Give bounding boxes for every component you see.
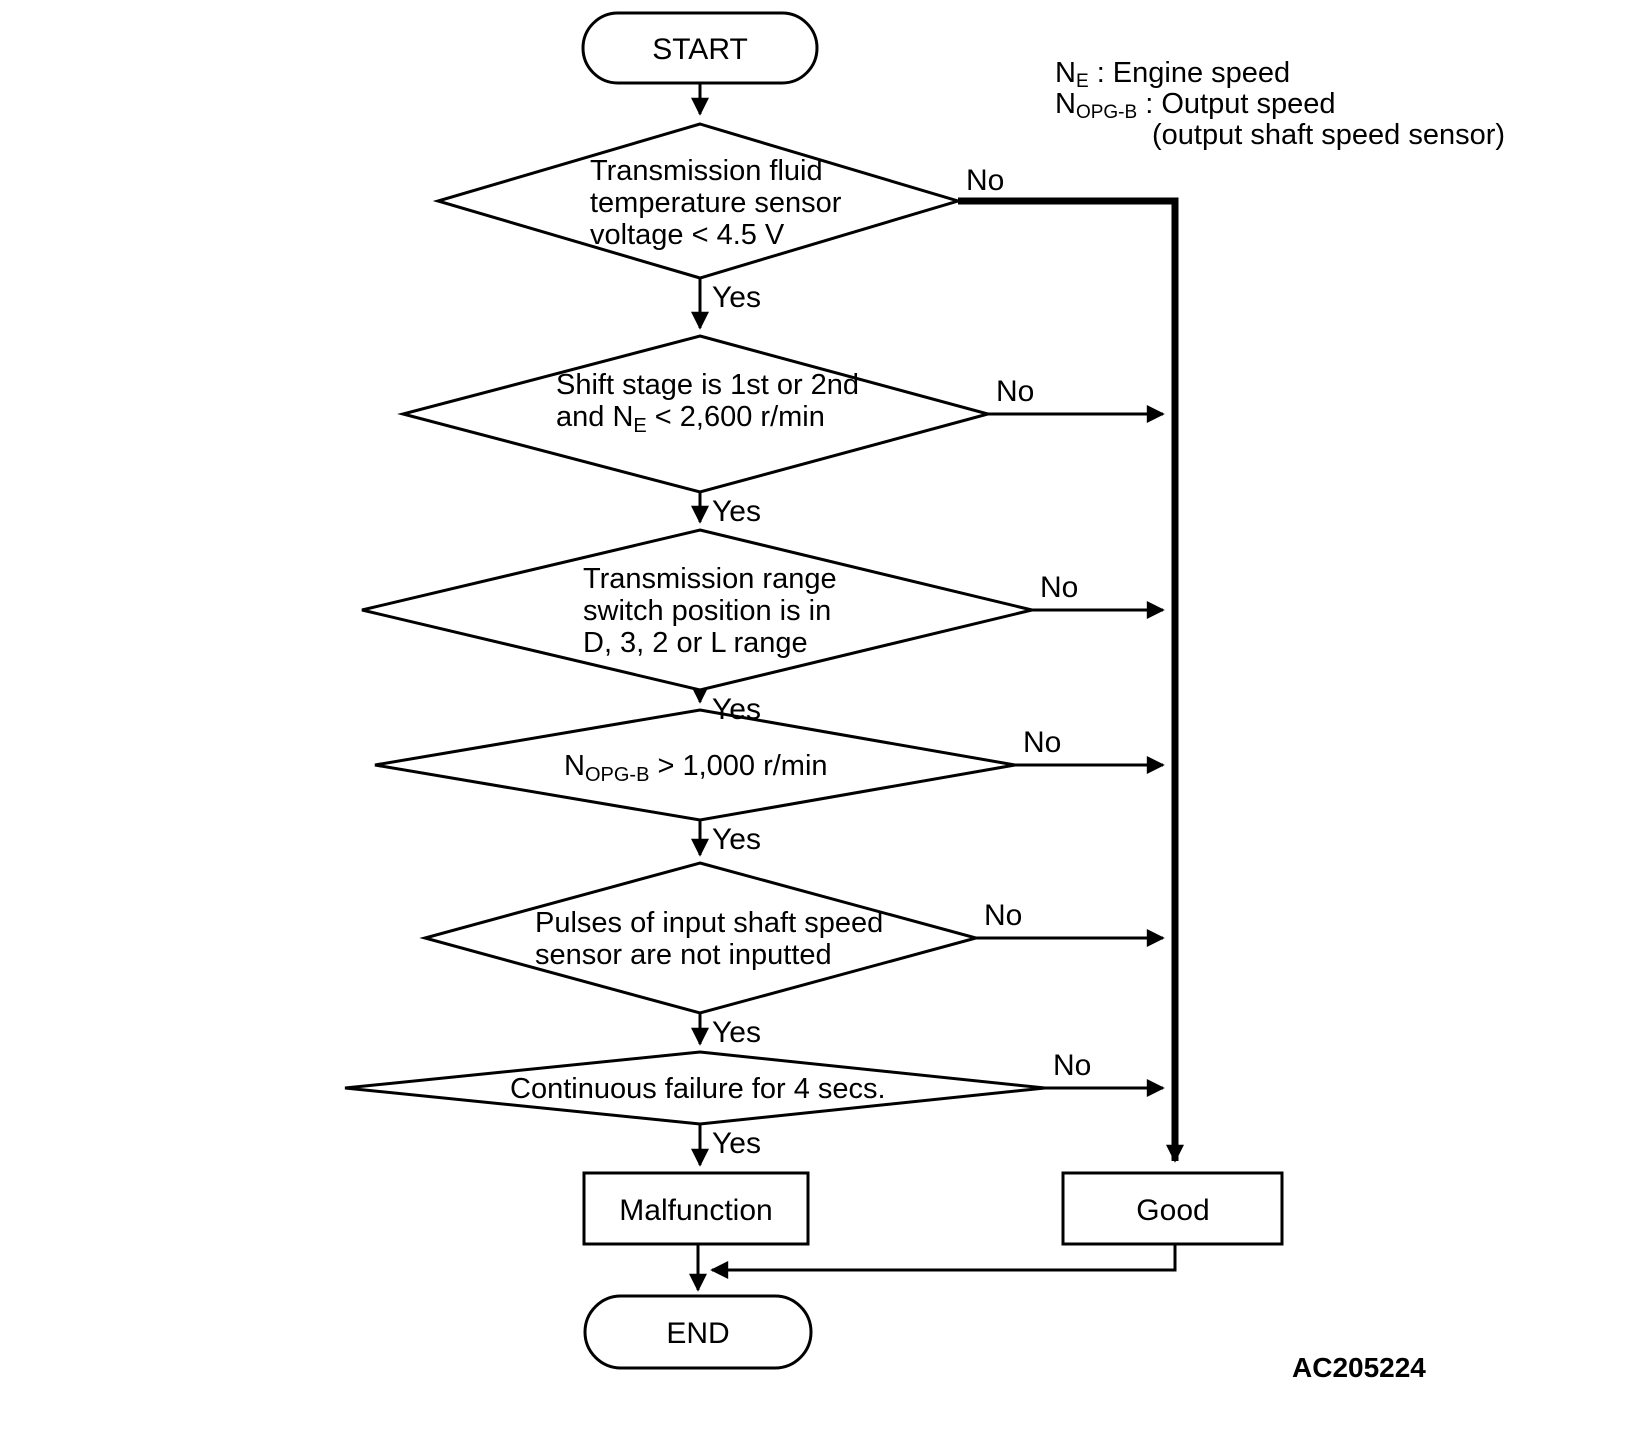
yes-label-1: Yes: [712, 281, 761, 314]
decision3-text-line2: switch position is in: [583, 595, 831, 627]
decision1-text-line3: voltage < 4.5 V: [590, 219, 785, 251]
yes-label-3: Yes: [712, 693, 761, 726]
good-result-box: [1061, 1171, 1284, 1246]
decision4-diamond: [374, 708, 1016, 822]
decision2-text-line2: and NE < 2,600 r/min: [556, 401, 825, 437]
malfunction-result-box: [582, 1171, 810, 1246]
yes-label-5: Yes: [712, 1016, 761, 1049]
decision6-diamond: [344, 1050, 1046, 1126]
no-label-5: No: [984, 899, 1022, 932]
yes-label-6: Yes: [712, 1127, 761, 1160]
no-label-6: No: [1053, 1049, 1091, 1082]
decision1-text-line2: temperature sensor: [590, 187, 842, 219]
figure-code-label: AC205224: [1292, 1352, 1426, 1383]
malfunction-label: Malfunction: [619, 1194, 772, 1227]
end-label: END: [666, 1317, 729, 1350]
start-terminal: [581, 11, 819, 85]
end-terminal: [583, 1294, 813, 1370]
decision2-diamond: [397, 334, 994, 494]
connector-good-to-merge: [710, 1244, 1177, 1279]
decision6-text: Continuous failure for 4 secs.: [510, 1073, 886, 1105]
decision3-diamond: [361, 528, 1033, 692]
legend-output-sensor-note: (output shaft speed sensor): [1152, 119, 1505, 151]
decision1-text-line1: Transmission fluid: [590, 155, 823, 187]
no-label-4: No: [1023, 726, 1061, 759]
decision5-text-line2: sensor are not inputted: [535, 939, 832, 971]
decision3-text-line1: Transmission range: [583, 563, 837, 595]
yes-label-4: Yes: [712, 823, 761, 856]
start-label: START: [652, 33, 748, 66]
decision4-text: NOPG-B > 1,000 r/min: [564, 750, 828, 786]
good-label: Good: [1136, 1194, 1209, 1227]
legend-engine-speed: NE : Engine speed: [1055, 57, 1290, 92]
decision2-text-line1: Shift stage is 1st or 2nd: [556, 369, 859, 401]
decision3-text-line3: D, 3, 2 or L range: [583, 627, 808, 659]
no-label-2: No: [996, 375, 1034, 408]
decision5-text-line1: Pulses of input shaft speed: [535, 907, 883, 939]
decision1-diamond: [432, 122, 964, 280]
no-trunk-connector: [958, 197, 1184, 1163]
no-label-1: No: [966, 164, 1004, 197]
yes-label-2: Yes: [712, 495, 761, 528]
legend-output-speed: NOPG-B : Output speed: [1055, 88, 1336, 123]
decision5-diamond: [419, 861, 982, 1015]
no-label-3: No: [1040, 571, 1078, 604]
